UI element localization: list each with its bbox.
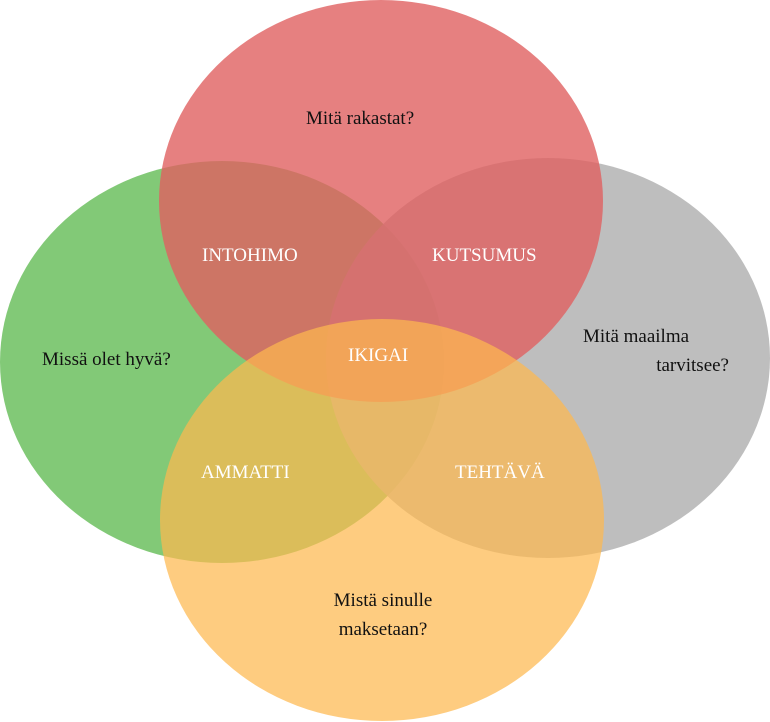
label-passion: INTOHIMO (202, 245, 298, 266)
label-vocation: TEHTÄVÄ (455, 462, 545, 483)
label-love: Mitä rakastat? (306, 108, 415, 129)
label-paid-for: Mistä sinulle maksetaan? (310, 586, 456, 644)
label-profession: AMMATTI (201, 462, 290, 483)
label-world-needs-line2: tarvitsee? (656, 355, 729, 376)
circle-love (159, 0, 603, 402)
label-paid-for-line2: maksetaan? (338, 619, 428, 640)
label-paid-for-line1: Mistä sinulle (333, 590, 433, 611)
circle-paid-for (160, 319, 604, 721)
label-good-at: Missä olet hyvä? (42, 349, 171, 370)
label-world-needs: Mitä maailma tarvitsee? (583, 322, 729, 380)
label-world-needs-line1: Mitä maailma (583, 326, 690, 347)
label-mission: KUTSUMUS (432, 245, 537, 266)
label-ikigai: IKIGAI (348, 345, 409, 366)
